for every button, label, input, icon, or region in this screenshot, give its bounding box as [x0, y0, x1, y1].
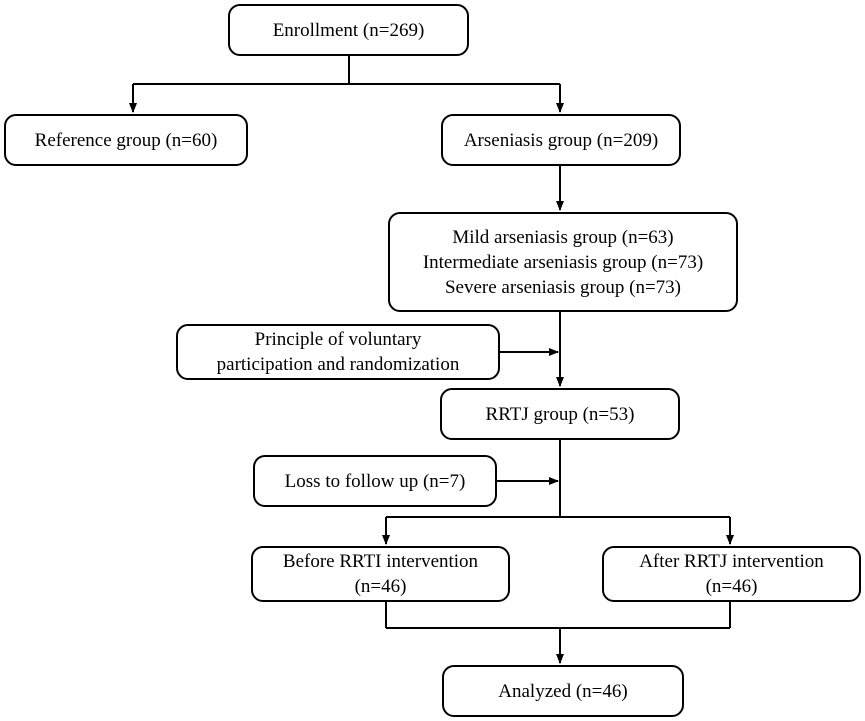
- mild-group-label: Mild arseniasis group (n=63): [452, 226, 674, 248]
- after-intervention-label: After RRTJ intervention: [639, 551, 824, 572]
- reference-group-box: Reference group (n=60): [4, 114, 248, 166]
- principle-line-1: Principle of voluntary: [254, 329, 422, 350]
- intermediate-group-label: Intermediate arseniasis group (n=73): [422, 251, 704, 273]
- after-intervention-count: (n=46): [705, 576, 758, 597]
- reference-group-label: Reference group (n=60): [34, 129, 218, 151]
- analyzed-label: Analyzed (n=46): [498, 680, 628, 702]
- loss-to-follow-up-label: Loss to follow up (n=7): [284, 470, 466, 492]
- arseniasis-group-label: Arseniasis group (n=209): [463, 129, 659, 151]
- enrollment-box: Enrollment (n=269): [228, 4, 469, 56]
- principle-box: Principle of voluntary participation and…: [176, 324, 500, 380]
- rrtj-group-label: RRTJ group (n=53): [485, 403, 635, 425]
- severe-group-label: Severe arseniasis group (n=73): [444, 276, 681, 298]
- before-intervention-label: Before RRTI intervention: [282, 551, 479, 572]
- analyzed-box: Analyzed (n=46): [442, 665, 684, 717]
- loss-to-follow-up-box: Loss to follow up (n=7): [253, 455, 497, 507]
- principle-line-2: participation and randomization: [216, 354, 460, 375]
- severity-groups-box: Mild arseniasis group (n=63) Intermediat…: [388, 212, 738, 312]
- after-intervention-box: After RRTJ intervention (n=46): [602, 546, 861, 602]
- before-intervention-count: (n=46): [354, 576, 407, 597]
- arseniasis-group-box: Arseniasis group (n=209): [441, 114, 681, 166]
- enrollment-label: Enrollment (n=269): [272, 19, 425, 41]
- before-intervention-box: Before RRTI intervention (n=46): [251, 546, 510, 602]
- rrtj-group-box: RRTJ group (n=53): [440, 388, 680, 440]
